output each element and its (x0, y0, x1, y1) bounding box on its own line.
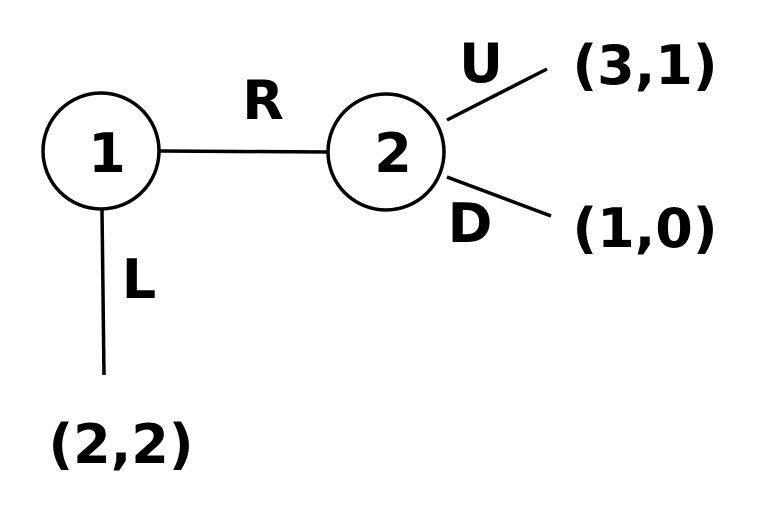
edge-L (100, 209, 106, 376)
node-2-circle (326, 92, 446, 212)
node-1-circle (41, 91, 161, 211)
edge-R (159, 149, 329, 154)
node-1-label: 1 (88, 122, 126, 185)
edge-D (446, 175, 552, 218)
edge-R-label: R (242, 69, 284, 132)
edge-D-label: D (448, 192, 493, 255)
node-2-label: 2 (374, 122, 412, 185)
edge-U (446, 67, 548, 122)
edge-U-label: U (459, 32, 503, 95)
payoff-up: (3,1) (572, 34, 717, 97)
payoff-down: (1,0) (572, 197, 717, 260)
edge-L-label: L (122, 248, 156, 311)
payoff-left: (2,2) (48, 413, 193, 476)
